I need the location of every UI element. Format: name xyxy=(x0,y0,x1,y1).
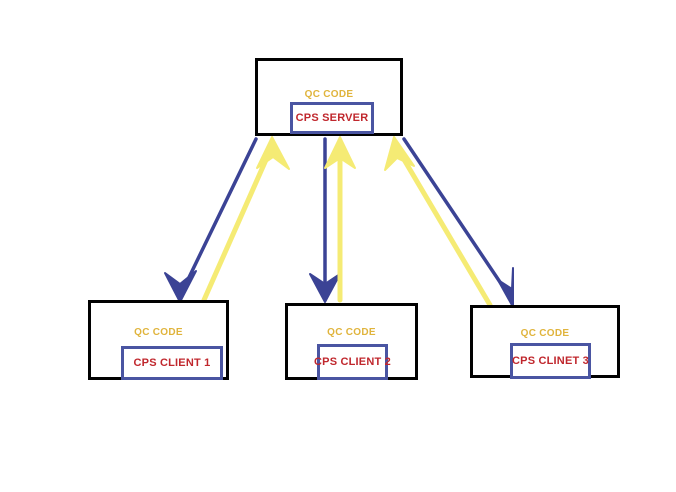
client1-name-label: CPS CLIENT 1 xyxy=(133,357,211,369)
arrow-client3-to-server xyxy=(384,136,493,308)
client3-name-label: CPS CLINET 3 xyxy=(512,355,589,367)
client1-qc-code-label: QC CODE xyxy=(134,327,183,338)
server-qc-code-label: QC CODE xyxy=(304,89,354,100)
server-node[interactable]: QC CODE xyxy=(255,58,403,136)
arrow-client1-to-server xyxy=(201,136,290,303)
arrow-server-to-client2 xyxy=(309,137,341,303)
client2-name-label: CPS CLIENT 2 xyxy=(314,356,391,368)
client1-inner-box[interactable]: CPS CLIENT 1 xyxy=(121,346,223,380)
arrow-client2-to-server xyxy=(324,136,356,303)
server-inner-box[interactable]: CPS SERVER xyxy=(290,102,374,134)
server-name-label: CPS SERVER xyxy=(295,112,369,124)
client2-qc-code-label: QC CODE xyxy=(327,327,376,338)
client2-inner-box[interactable]: CPS CLIENT 2 xyxy=(314,344,391,380)
client3-inner-box[interactable]: CPS CLINET 3 xyxy=(510,343,591,379)
arrow-server-to-client3 xyxy=(402,137,514,308)
client3-qc-code-label: QC CODE xyxy=(520,328,570,339)
arrow-server-to-client1 xyxy=(164,137,258,303)
